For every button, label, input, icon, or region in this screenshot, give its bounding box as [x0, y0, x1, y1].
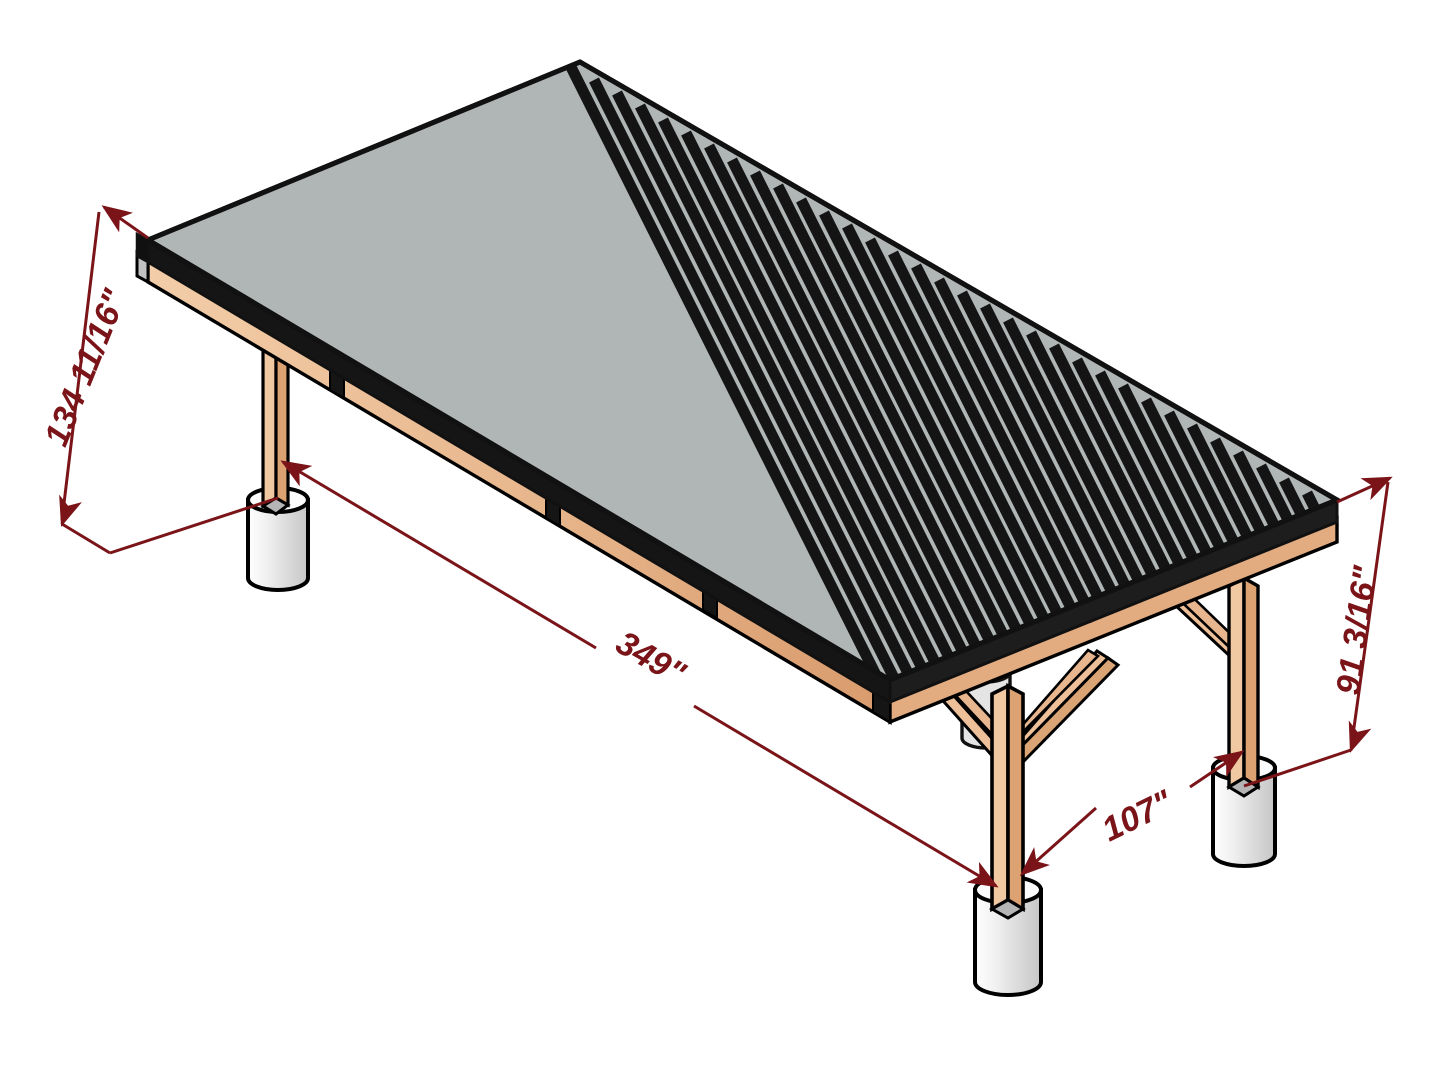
- dim-width-line: [60, 211, 101, 521]
- dim-width-arrow-bottom: [59, 494, 82, 527]
- dim-length-line-b: [693, 704, 999, 888]
- dim-width-leader-bottom: [109, 496, 279, 555]
- dim-spacing-line-left: [1019, 806, 1097, 876]
- wood-post-front-left: [988, 683, 1026, 920]
- dim-height-arrow-bottom: [1348, 720, 1372, 753]
- dim-length-line-a: [289, 464, 597, 650]
- roof-outline: [142, 59, 1343, 683]
- dim-width-leader-top: [101, 205, 149, 240]
- dimension-overall-width: [59, 205, 279, 555]
- dim-spacing-line-right: [1189, 750, 1245, 789]
- post-front-left-assembly: [925, 648, 1121, 997]
- dim-height-leader-bottom: [1243, 748, 1352, 788]
- dim-height-leader-top: [1336, 476, 1393, 504]
- dim-height-line: [1350, 481, 1390, 743]
- wood-post-front-right: [1226, 575, 1261, 798]
- dim-length-arrow-left: [280, 460, 313, 487]
- dimension-overall-length: [280, 460, 999, 888]
- roof-assembly: [135, 59, 1343, 705]
- dim-width-ext-bottom: [61, 522, 111, 555]
- perimeter-header-beam: [135, 249, 1339, 725]
- dimension-post-height: [1243, 476, 1393, 788]
- dimension-post-spacing: [1019, 750, 1245, 876]
